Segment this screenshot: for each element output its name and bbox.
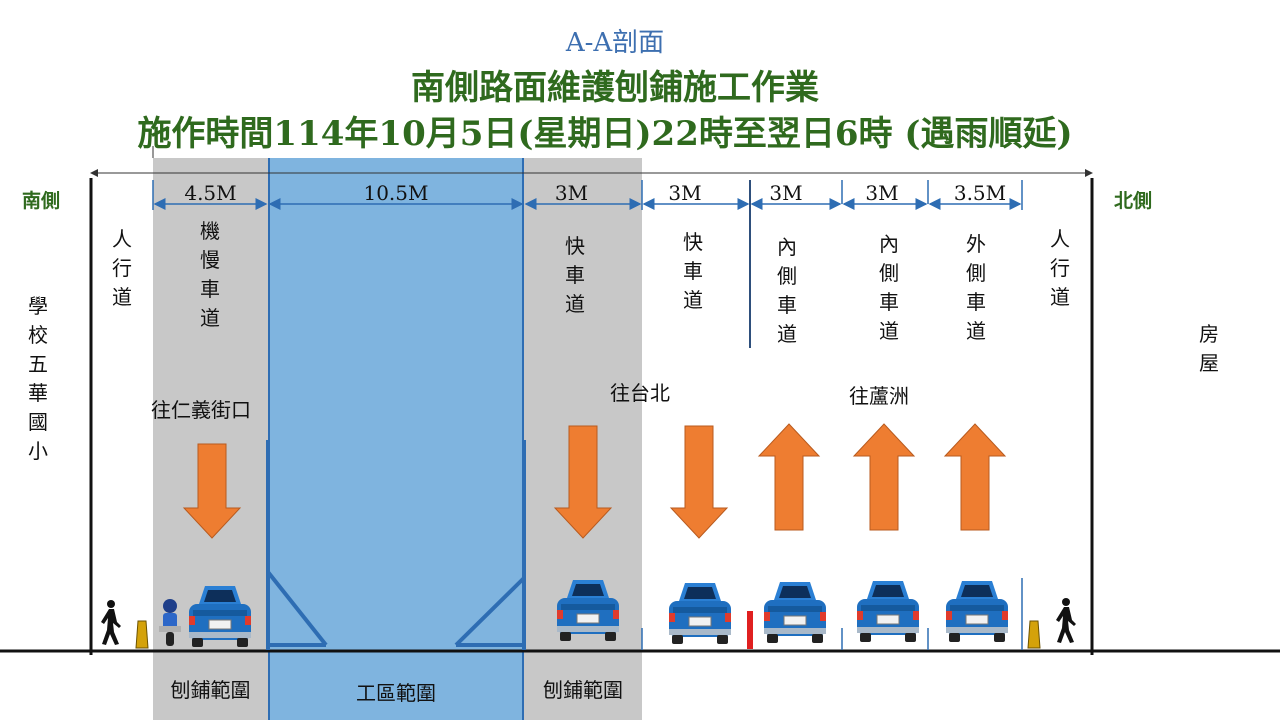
project-title: 南側路面維護刨鋪施工作業 [411, 68, 819, 108]
direction-label-renyi: 往仁義街口 [151, 398, 251, 422]
lane-label-outer-lane: 外側車道 [966, 232, 986, 343]
lane-label-fast-lane-north: 快車道 [683, 230, 703, 312]
lane-label-south-sidewalk: 人行道 [112, 227, 132, 309]
schedule-title: 施作時間114年10月5日(星期日)22時至翌日6時 (遇雨順延) [137, 114, 1073, 154]
lane-label-inner-lane-2: 內側車道 [879, 232, 899, 343]
width-label-fast-lane-south: 3M [554, 181, 589, 205]
zone-label-paving-left: 刨鋪範圍 [170, 678, 251, 702]
width-label-outer-lane: 3.5M [953, 181, 1007, 205]
direction-label-luzhou: 往蘆洲 [849, 384, 909, 408]
direction-label-taipei: 往台北 [610, 381, 670, 405]
landmark-school: 學校五華國小 [28, 294, 48, 463]
lane-label-north-sidewalk: 人行道 [1050, 227, 1070, 309]
lane-label-fast-lane-south: 快車道 [565, 234, 585, 316]
landmark-house: 房屋 [1199, 322, 1219, 375]
width-label-fast-lane-north: 3M [668, 181, 702, 205]
width-label-slow-lane: 4.5M [184, 181, 237, 205]
lane-label-inner-lane-1: 內側車道 [777, 235, 797, 346]
width-label-inner-lane-2: 3M [865, 181, 899, 205]
north-side-label: 北側 [1114, 190, 1153, 212]
zone-label-paving-right: 刨鋪範圍 [543, 678, 623, 702]
south-side-label: 南側 [22, 190, 61, 212]
width-label-inner-lane-1: 3M [769, 181, 803, 205]
lane-label-slow-lane: 機慢車道 [200, 219, 220, 330]
width-label-work-zone: 10.5M [363, 181, 429, 205]
section-title: A-A剖面 [565, 28, 665, 58]
zone-label-work-zone: 工區範圍 [356, 681, 436, 705]
